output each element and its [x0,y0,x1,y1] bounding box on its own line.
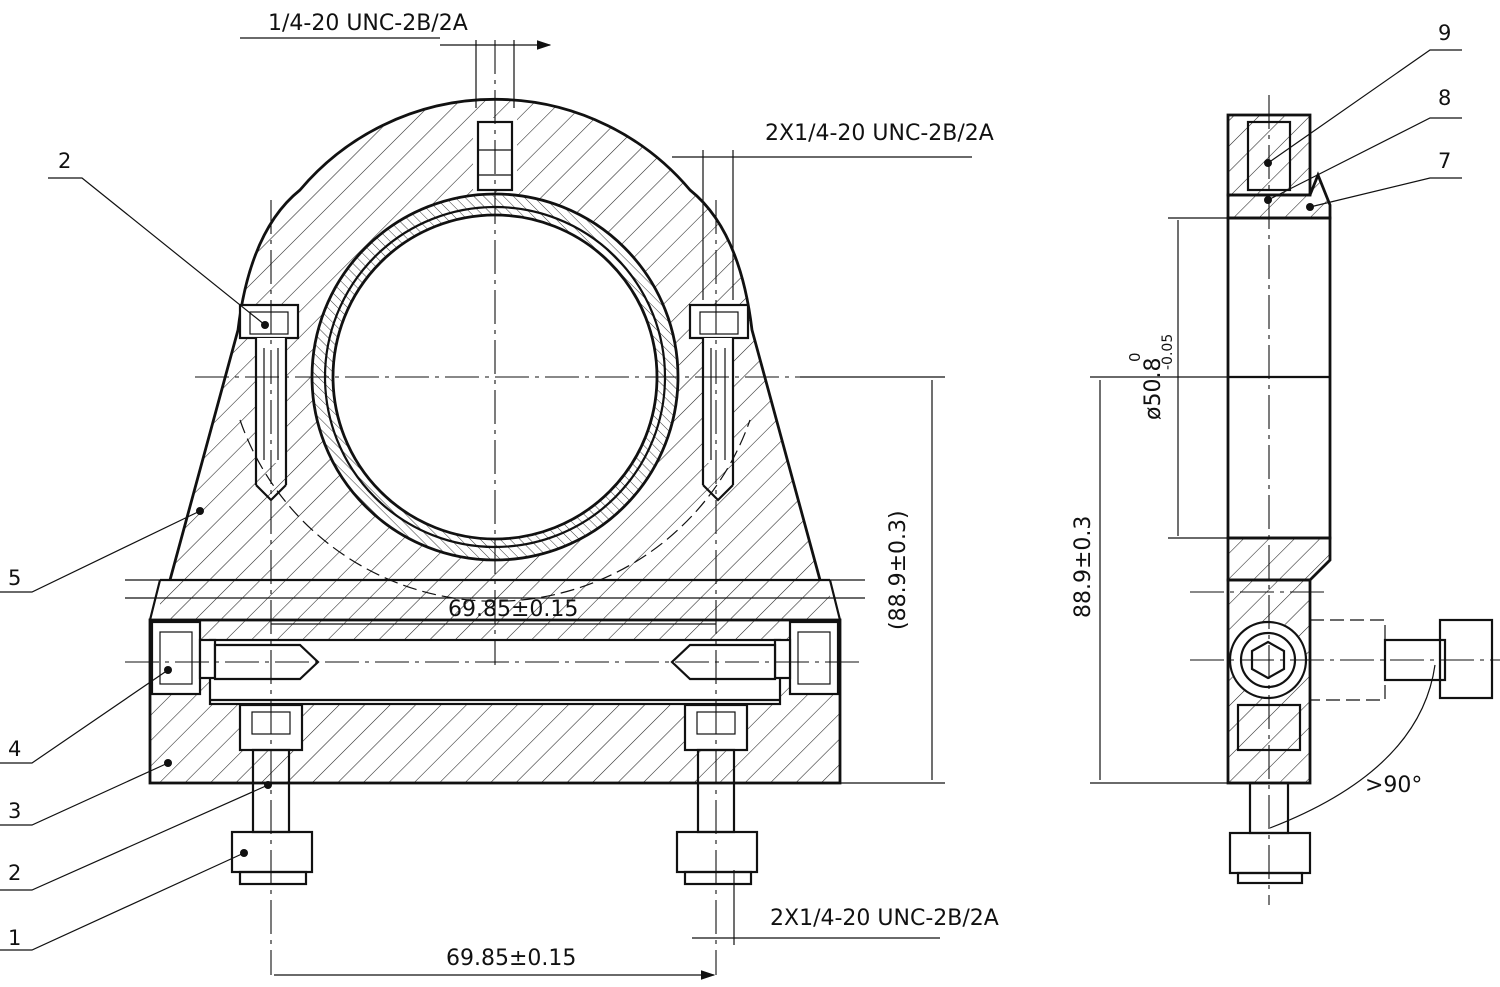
leader-dot-9 [1264,159,1272,167]
leader-9 [1267,49,1462,164]
part-label-8: 8 [1438,86,1451,110]
clamp-side-l [148,579,162,621]
part-label-4: 4 [8,737,21,761]
diameter-label: ø50.8 [1141,358,1166,420]
leader-4 [0,669,169,764]
side-lower-outline [1226,536,1332,582]
leader-5 [0,510,201,593]
leader-2-lower [0,784,269,891]
leader-7 [1309,177,1462,208]
leader-8 [1267,117,1462,201]
part-label-7: 7 [1438,149,1451,173]
side-bolt-hex [1250,640,1286,680]
leader-dot-1 [240,849,248,857]
lower-thread-label: 2X1/4-20 UNC-2B/2A [770,906,999,931]
leader-3 [0,762,169,826]
side-lower-collar [1228,538,1330,580]
clamp-side-r [828,579,842,621]
side-view: ø50.8 0 -0.05 88.9±0.3 >90° [1071,95,1500,905]
angle-label: >90° [1365,773,1422,798]
angle-arc [1269,664,1436,829]
front-view: 1/4-20 UNC-2B/2A 2X1/4-20 UNC-2B/2A 69.8… [125,11,999,980]
upper-right-screw [688,303,750,502]
inner-spacing-label: 69.85±0.15 [448,597,578,622]
leader-dot-2-lower [264,781,272,789]
leader-dot-3 [164,759,172,767]
leader-dot-8 [1264,196,1272,204]
leader-dot-5 [196,507,204,515]
bottom-spacing-label: 69.85±0.15 [446,946,576,971]
bottom-left-stud [230,703,314,886]
part-labels: 1 2 3 4 5 2 7 8 9 [0,21,1462,951]
left-side-screw [150,620,320,696]
diameter-upper-tol: 0 [1126,352,1144,362]
top-thread-label: 1/4-20 UNC-2B/2A [268,11,468,36]
hidden-arc [239,419,751,602]
leader-1 [0,852,245,951]
part-label-5: 5 [8,566,21,590]
leader-2-upper [48,177,266,326]
bottom-right-stud [675,703,759,886]
leader-dot-4 [164,666,172,674]
diameter-lower-tol: -0.05 [1160,334,1176,370]
part-label-1: 1 [8,926,21,950]
side-collar [1228,175,1330,218]
side-height-label: 88.9±0.3 [1071,516,1096,618]
part-label-2-upper: 2 [58,149,71,173]
side-stud-washer [1236,871,1304,885]
part-label-3: 3 [8,799,21,823]
ref-height-label: (88.9±0.3) [886,510,911,630]
upper-thread-label: 2X1/4-20 UNC-2B/2A [765,121,994,146]
leader-dot-7 [1306,203,1314,211]
leader-dot-2-upper [261,321,269,329]
side-adjust-nut [1438,618,1494,700]
part-label-2-lower: 2 [8,861,21,885]
side-stud-nut [1228,831,1312,875]
part-label-9: 9 [1438,21,1451,45]
